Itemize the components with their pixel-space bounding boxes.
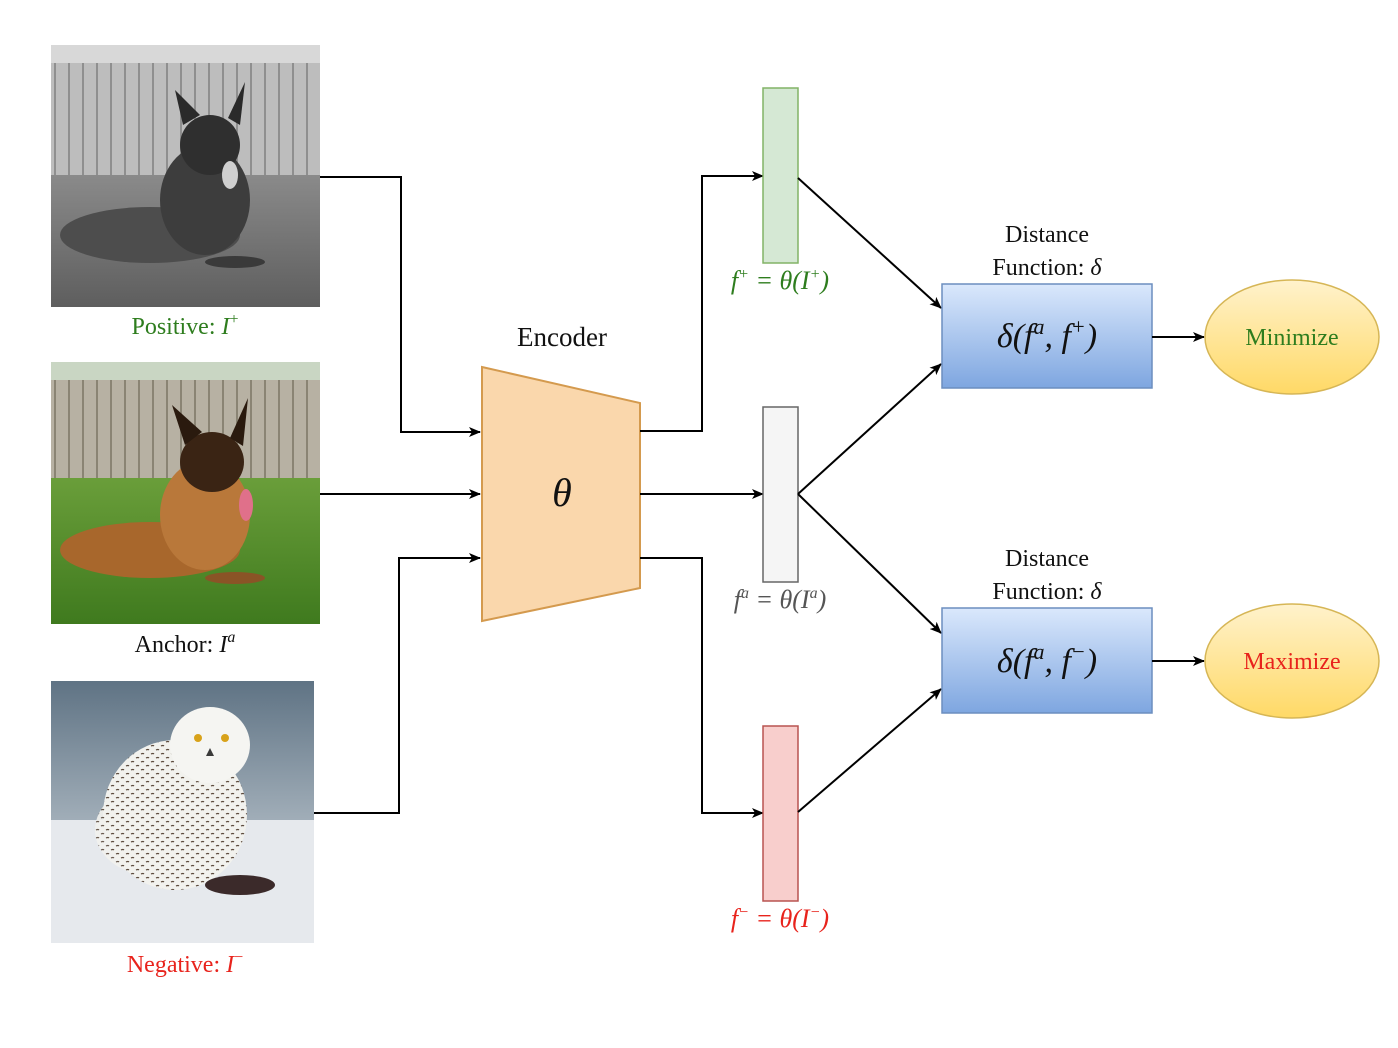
anchor-feature-label: fa = θ(Ia): [734, 585, 827, 614]
anchor-feature-to-distance-pos-arrow: [797, 363, 942, 495]
maximize-ellipse: [1204, 603, 1380, 719]
anchor-image: [51, 362, 320, 624]
distance-negative-formula: δ(fa, f−): [997, 639, 1097, 680]
anchor-feature-to-distance-neg-arrow: [797, 493, 942, 634]
encoder-title: Encoder: [517, 322, 607, 352]
distance-positive-formula: δ(fa, f+): [997, 314, 1097, 355]
encoder-trapezoid: [481, 365, 641, 623]
negative-feature-label: f− = θ(I−): [731, 904, 829, 933]
minimize-ellipse: [1204, 279, 1380, 395]
distance-pos-title-line1: Distance: [1005, 222, 1089, 248]
anchor-feature-vector: [762, 406, 799, 583]
negative-image: [51, 681, 314, 943]
distance-negative-box: [941, 607, 1153, 714]
positive-feature-vector: [762, 87, 799, 264]
distance-neg-title-line2: Function: δ: [992, 579, 1102, 605]
distance-neg-title-line1: Distance: [1005, 546, 1089, 572]
positive-to-encoder-arrow: [320, 176, 481, 437]
encoder-to-negative-feature-arrow: [640, 557, 764, 818]
positive-label: Positive: I+: [131, 311, 238, 340]
positive-feature-to-distance-pos-arrow: [797, 177, 942, 309]
minimize-label: Minimize: [1245, 325, 1338, 351]
distance-positive-box: [941, 283, 1153, 389]
encoder-theta-symbol: θ: [552, 470, 572, 515]
negative-feature-vector: [762, 725, 799, 902]
encoder-to-positive-feature-arrow: [640, 171, 764, 432]
distance-pos-title-line2: Function: δ: [992, 255, 1102, 281]
maximize-label: Maximize: [1243, 649, 1340, 675]
positive-image: [51, 45, 320, 307]
negative-feature-to-distance-neg-arrow: [797, 688, 942, 813]
anchor-label: Anchor: Ia: [135, 629, 236, 658]
negative-label: Negative: I−: [127, 949, 243, 978]
positive-feature-label: f+ = θ(I+): [731, 266, 829, 295]
negative-to-encoder-arrow: [314, 553, 481, 814]
